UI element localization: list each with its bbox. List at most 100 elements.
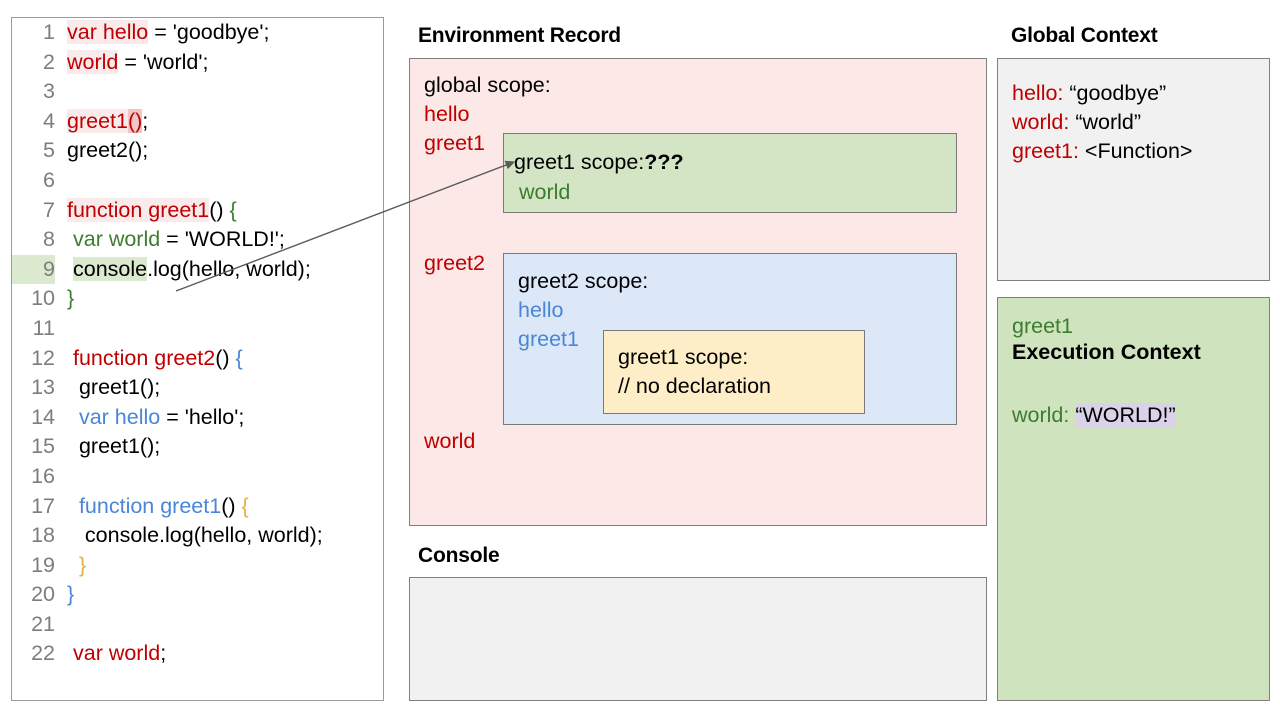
code-text: function greet2() { xyxy=(55,346,243,370)
code-text xyxy=(55,168,67,192)
code-line[interactable]: 5 greet2(); xyxy=(12,136,383,166)
code-text: } xyxy=(55,553,86,577)
line-number: 1 xyxy=(43,20,55,44)
code-line[interactable]: 15 greet1(); xyxy=(12,432,383,462)
code-line[interactable]: 9 console.log(hello, world); xyxy=(12,254,383,285)
line-number: 14 xyxy=(31,404,55,429)
code-token: greet2(); xyxy=(67,138,149,163)
code-token: } xyxy=(78,552,87,577)
code-line[interactable]: 13 greet1(); xyxy=(12,373,383,403)
code-token: () xyxy=(127,108,143,133)
line-number: 18 xyxy=(31,523,55,548)
code-token: greet1(); xyxy=(67,375,161,400)
code-token: } xyxy=(67,582,75,607)
line-number: 15 xyxy=(31,434,55,459)
environment-record-title: Environment Record xyxy=(418,24,621,47)
code-line[interactable]: 10} xyxy=(12,284,383,314)
code-text: greet1(); xyxy=(55,108,149,133)
code-text: greet2(); xyxy=(55,138,148,162)
execution-context-key: world: xyxy=(1012,403,1070,427)
env-var-hello: hello xyxy=(424,102,470,126)
global-context-box: hello: “goodbye” world: “world” greet1: … xyxy=(997,58,1270,281)
code-token: var hello xyxy=(67,20,149,44)
code-text xyxy=(55,316,67,340)
code-line[interactable]: 16 xyxy=(12,462,383,492)
code-line[interactable]: 12 function greet2() { xyxy=(12,344,383,374)
global-context-row: hello: “goodbye” xyxy=(1012,81,1166,106)
greet1-inner-scope-box: greet1 scope: // no declaration xyxy=(603,330,865,414)
line-number: 5 xyxy=(43,138,55,163)
greet1-scope-heading: greet1 scope:??? xyxy=(514,150,684,175)
line-number: 21 xyxy=(31,611,55,636)
code-text: var hello = 'goodbye'; xyxy=(55,20,269,44)
code-text: greet1(); xyxy=(55,434,160,458)
code-token: function greet1 xyxy=(67,197,210,222)
line-number: 8 xyxy=(43,227,55,252)
code-token: greet1 xyxy=(67,108,128,133)
code-line[interactable]: 8 var world = 'WORLD!'; xyxy=(12,225,383,255)
code-line[interactable]: 6 xyxy=(12,166,383,196)
code-line[interactable]: 18 console.log(hello, world); xyxy=(12,521,383,551)
environment-record-box: global scope: hello greet1 greet2 world … xyxy=(409,58,987,526)
code-token: () xyxy=(215,345,236,370)
line-number: 3 xyxy=(43,79,55,104)
code-line[interactable]: 3 xyxy=(12,77,383,107)
code-token: console xyxy=(72,256,148,281)
greet2-scope-var-greet1: greet1 xyxy=(518,327,579,351)
code-line[interactable]: 17 function greet1() { xyxy=(12,492,383,522)
code-text: function greet1() { xyxy=(55,494,249,518)
greet1-inner-scope-heading: greet1 scope: xyxy=(618,345,749,369)
code-text: function greet1() { xyxy=(55,197,237,222)
line-number: 20 xyxy=(31,582,55,607)
greet1-scope-var-world: world xyxy=(519,180,571,204)
line-number: 9 xyxy=(12,254,55,285)
global-context-value: “world” xyxy=(1069,110,1142,134)
code-token xyxy=(67,405,79,429)
greet1-scope-heading-plain: greet1 scope: xyxy=(514,150,645,174)
console-output-box[interactable] xyxy=(409,577,987,701)
global-context-key: world: xyxy=(1012,110,1070,134)
line-number: 12 xyxy=(31,345,55,370)
code-line[interactable]: 20} xyxy=(12,580,383,610)
greet2-scope-box: greet2 scope: hello greet1 greet1 scope:… xyxy=(503,253,957,425)
line-number: 11 xyxy=(32,315,55,340)
code-text: world = 'world'; xyxy=(55,49,208,74)
global-scope-label: global scope: xyxy=(424,73,551,97)
code-token: () xyxy=(209,197,230,222)
global-context-title: Global Context xyxy=(1011,24,1158,47)
code-line[interactable]: 22 var world; xyxy=(12,639,383,669)
execution-context-function-name: greet1 xyxy=(1012,314,1073,338)
console-title: Console xyxy=(418,544,500,567)
code-line[interactable]: 14 var hello = 'hello'; xyxy=(12,403,383,433)
greet1-scope-heading-unknown: ??? xyxy=(644,150,684,174)
code-token xyxy=(67,553,79,577)
code-text xyxy=(55,79,67,103)
code-line[interactable]: 11 xyxy=(12,314,383,344)
code-token: { xyxy=(241,493,249,518)
code-text: greet1(); xyxy=(55,375,160,399)
code-token: ; xyxy=(142,108,149,133)
line-number: 22 xyxy=(31,641,55,666)
global-context-row: greet1: <Function> xyxy=(1012,139,1192,164)
code-token: function greet2 xyxy=(72,345,216,370)
execution-context-row: world: “WORLD!” xyxy=(1012,403,1176,428)
code-line[interactable]: 19 } xyxy=(12,551,383,581)
env-var-greet1: greet1 xyxy=(424,131,485,155)
global-context-key: greet1: xyxy=(1012,139,1079,163)
code-line[interactable]: 21 xyxy=(12,610,383,640)
code-text xyxy=(55,464,67,488)
global-context-value: <Function> xyxy=(1078,139,1193,163)
code-text: var world; xyxy=(55,641,166,665)
code-token: var hello xyxy=(78,404,161,429)
code-token: greet1(); xyxy=(67,434,161,459)
code-text: console.log(hello, world); xyxy=(55,256,311,281)
env-var-greet2: greet2 xyxy=(424,251,485,275)
code-token: world xyxy=(67,49,119,74)
code-token: console.log(hello, world); xyxy=(67,523,323,548)
